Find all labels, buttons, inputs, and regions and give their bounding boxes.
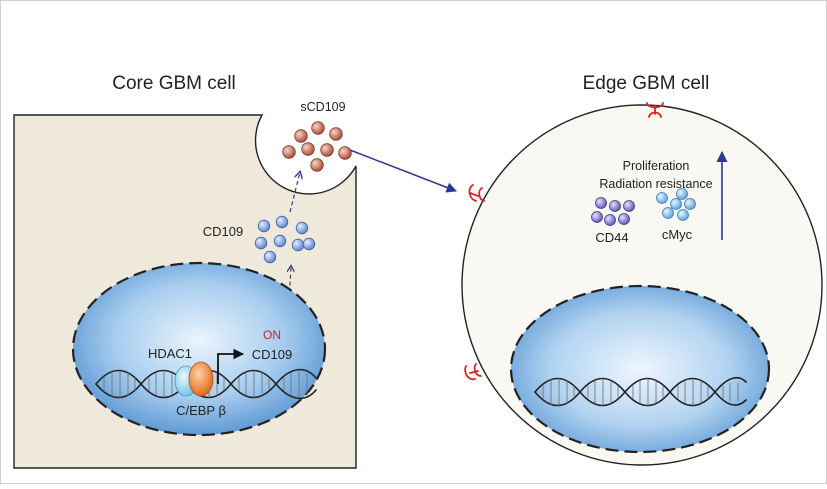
core-cell-title: Core GBM cell <box>112 73 236 94</box>
cd44-molecule <box>609 200 621 212</box>
scd109-label: sCD109 <box>300 100 345 114</box>
cd44-molecule <box>623 200 635 212</box>
scd109-vesicle <box>310 158 324 172</box>
cd44-molecule <box>618 213 630 225</box>
cd109-molecule <box>295 221 309 235</box>
cebp-beta-protein <box>188 361 214 397</box>
scd109-vesicle <box>338 146 352 160</box>
hdac1-label: HDAC1 <box>148 346 192 361</box>
cd109-molecule <box>302 237 316 251</box>
paracrine-arrow <box>349 149 457 193</box>
transcription-start-arrow <box>217 348 245 384</box>
gene-on-label: ON <box>263 328 281 342</box>
receptor-top <box>646 102 664 118</box>
cmyc-molecule <box>677 209 689 221</box>
cd44-molecule <box>595 197 607 209</box>
cd109-label: CD109 <box>203 224 243 239</box>
receptor-left <box>468 184 485 202</box>
cmyc-molecule <box>656 192 668 204</box>
secretion-arrow <box>289 172 300 213</box>
scd109-vesicle <box>311 121 325 135</box>
scd109-vesicle <box>301 142 315 156</box>
scd109-vesicle <box>320 143 334 157</box>
cd44-molecule <box>604 214 616 226</box>
scd109-cluster <box>282 121 352 172</box>
edge-dna <box>534 376 747 407</box>
cmyc-molecule <box>670 198 682 210</box>
cd109-molecule <box>257 219 271 233</box>
receptor-bottom-left <box>464 363 482 381</box>
cd109-molecule <box>254 236 268 250</box>
cmyc-cluster <box>656 188 696 221</box>
edge-nucleus <box>509 284 771 454</box>
cebp-beta-label: C/EBP β <box>176 403 226 418</box>
scd109-vesicle <box>294 129 308 143</box>
cd109-molecule <box>275 215 289 229</box>
cd44-molecule <box>591 211 603 223</box>
edge-cell-title: Edge GBM cell <box>583 73 710 94</box>
effect-proliferation: Proliferation <box>623 159 690 173</box>
scd109-vesicle <box>329 127 343 141</box>
cd109-gene-label: CD109 <box>252 347 292 362</box>
cd109-molecule <box>291 238 305 252</box>
cmyc-molecule <box>684 198 696 210</box>
cmyc-molecule <box>662 207 674 219</box>
cd44-label: CD44 <box>595 230 628 245</box>
cd109-molecule <box>263 250 277 264</box>
cmyc-molecule <box>676 188 688 200</box>
cd109-cluster <box>254 215 316 264</box>
effect-radiation-resistance: Radiation resistance <box>599 177 712 191</box>
cd44-cluster <box>591 197 635 226</box>
cd109-molecule <box>273 234 287 248</box>
cmyc-label: cMyc <box>662 227 693 242</box>
scd109-vesicle <box>282 145 296 159</box>
